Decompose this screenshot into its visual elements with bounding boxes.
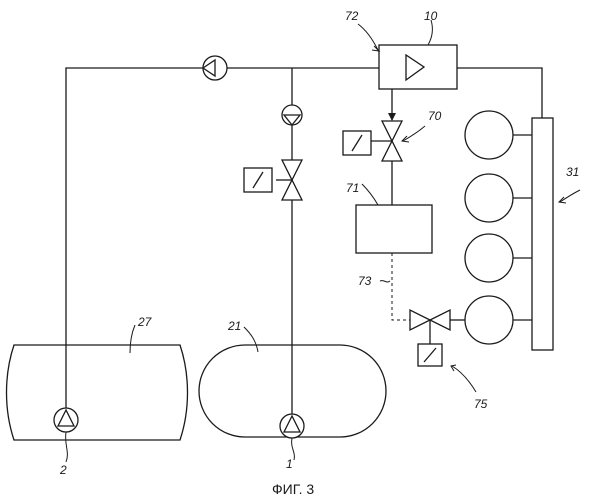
injectors: [465, 111, 532, 344]
label-73: 73: [358, 274, 372, 288]
label-72: 72: [345, 9, 359, 23]
label-75: 75: [474, 397, 488, 411]
check-valve-top: [203, 56, 227, 80]
rail-feed-line: [457, 68, 542, 118]
label-71: 71: [346, 181, 359, 195]
flow-arrow: [388, 113, 396, 121]
solenoid-valve-75: [410, 310, 450, 366]
tank-27: [7, 345, 188, 440]
unit-71: [356, 205, 432, 253]
label-2: 2: [59, 463, 67, 477]
label-1: 1: [286, 457, 293, 471]
label-10: 10: [424, 9, 438, 23]
solenoid-valve-left: [244, 160, 302, 200]
solenoid-valve-70: [343, 121, 402, 161]
label-27: 27: [137, 315, 153, 329]
label-31: 31: [566, 165, 579, 179]
dashed-line-73: [392, 253, 410, 320]
pump-2: [54, 408, 78, 432]
label-70: 70: [428, 109, 442, 123]
unit-10: [379, 45, 457, 89]
main-supply-line: [66, 68, 379, 408]
label-21: 21: [227, 319, 241, 333]
check-valve-vertical: [282, 105, 302, 125]
pump-1: [280, 414, 304, 438]
fuel-rail-31: [532, 118, 553, 350]
figure-caption: ФИГ. 3: [272, 481, 314, 497]
